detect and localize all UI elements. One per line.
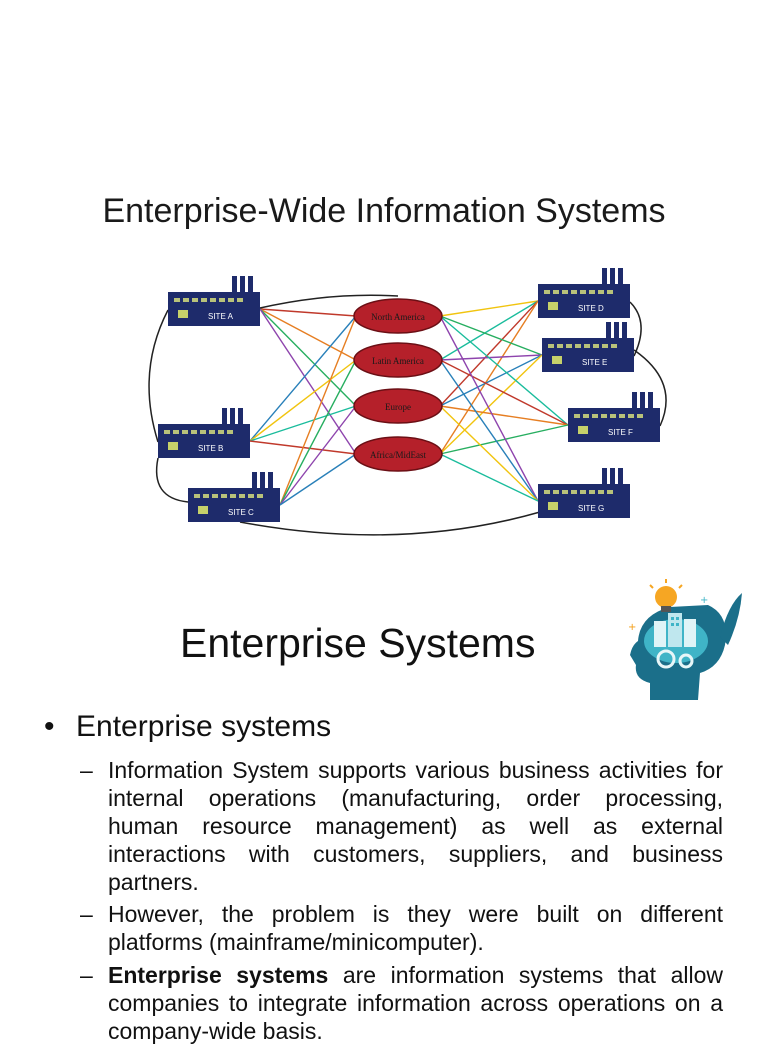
region-node: Africa/MidEast: [353, 436, 443, 472]
link-curve: [148, 309, 169, 443]
link-curve: [155, 457, 189, 503]
connection-line: [439, 405, 539, 502]
bullet-text: Enterprise systems: [76, 710, 332, 743]
site-label: SITE E: [582, 358, 607, 367]
connection-line: [279, 359, 357, 506]
subbullet-3: –Enterprise systems are information syst…: [80, 962, 723, 1044]
factory-site: SITE C: [188, 472, 280, 522]
connection-line: [439, 354, 543, 361]
term-bold: Enterprise systems: [108, 962, 329, 988]
link-curve: [629, 301, 642, 357]
connection-line: [249, 315, 357, 442]
connection-line: [439, 300, 539, 361]
svg-text:+: +: [700, 595, 708, 606]
site-label: SITE D: [578, 304, 604, 313]
site-label: SITE B: [198, 444, 223, 453]
region-label: North America: [371, 312, 425, 322]
region-label: Africa/MidEast: [370, 450, 426, 460]
region-node: Latin America: [353, 342, 443, 378]
svg-text:+: +: [628, 622, 636, 633]
connection-line: [249, 405, 357, 442]
factory-site: SITE D: [538, 268, 630, 318]
subbullet-text: Information System supports various busi…: [108, 757, 723, 895]
site-label: SITE G: [578, 504, 604, 513]
connection-line: [439, 354, 543, 455]
connection-line: [439, 300, 539, 317]
bullet-enterprise-systems: •Enterprise systems: [44, 710, 332, 743]
connection-line: [259, 308, 357, 361]
slide-title: Enterprise-Wide Information Systems: [102, 192, 666, 230]
connection-line: [439, 300, 539, 407]
subbullet-2: –However, the problem is they were built…: [80, 901, 723, 955]
factory-site: SITE B: [158, 408, 250, 458]
connection-line: [439, 359, 539, 502]
factory-site: SITE E: [542, 322, 634, 372]
connection-line: [439, 354, 543, 407]
connection-line: [279, 315, 357, 506]
connection-line: [249, 359, 357, 442]
connection-line: [279, 405, 357, 506]
region-label: Europe: [385, 402, 411, 412]
connection-line: [439, 300, 539, 455]
region-label: Latin America: [372, 356, 424, 366]
head-gears-lightbulb-icon: + +: [628, 579, 742, 700]
link-curve: [259, 294, 399, 309]
factory-site: SITE G: [538, 468, 630, 518]
connection-line: [439, 405, 569, 426]
section-title: Enterprise Systems: [180, 620, 536, 666]
site-label: SITE A: [208, 312, 234, 321]
factory-site: SITE A: [168, 276, 260, 326]
subbullet-text: However, the problem is they were built …: [108, 901, 723, 955]
enterprise-network-diagram: SITE A SITE B SITE C SITE D SITE E SITE F SITE…: [148, 268, 667, 536]
connection-line: [439, 315, 569, 426]
site-label: SITE C: [228, 508, 254, 517]
region-node: Europe: [353, 388, 443, 424]
site-label: SITE F: [608, 428, 633, 437]
connection-line: [439, 359, 569, 426]
factory-site: SITE F: [568, 392, 660, 442]
link-curve: [633, 349, 667, 427]
connection-line: [259, 308, 357, 317]
link-curve: [239, 511, 541, 536]
connection-line: [259, 308, 357, 407]
connection-line: [439, 453, 539, 502]
connection-line: [439, 315, 543, 356]
connection-line: [259, 308, 357, 455]
region-node: North America: [353, 298, 443, 334]
connection-line: [279, 453, 357, 506]
connection-lines: [148, 294, 667, 536]
connection-line: [439, 315, 539, 502]
connection-line: [439, 424, 569, 455]
subbullet-1: –Information System supports various bus…: [80, 757, 723, 895]
